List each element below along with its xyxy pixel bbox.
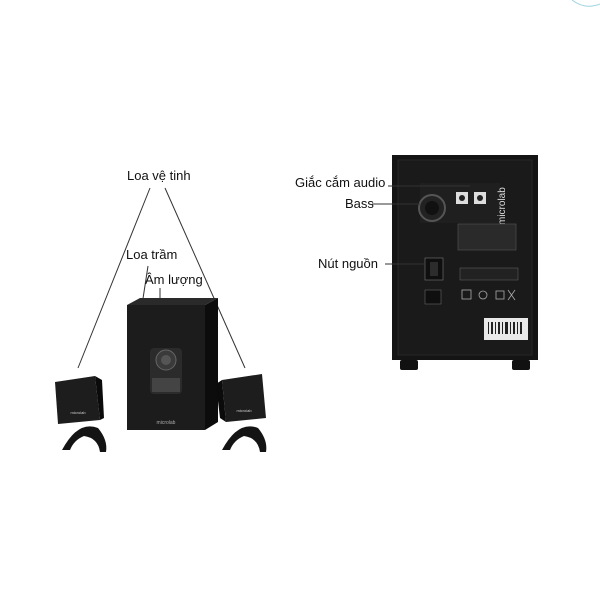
label-subwoofer: Loa trầm xyxy=(126,247,178,262)
pointer-line-right xyxy=(164,187,246,369)
subwoofer-front: microlab xyxy=(127,298,218,430)
svg-text:microlab: microlab xyxy=(497,187,508,225)
satellite-speaker-left: microlab xyxy=(55,376,107,452)
label-power-button: Nút nguồn xyxy=(318,256,378,271)
svg-text:microlab: microlab xyxy=(70,410,86,415)
label-audio-jack: Giắc cắm audio xyxy=(295,175,386,190)
subwoofer-back: microlab xyxy=(392,155,538,370)
pointer-line-left xyxy=(77,187,151,369)
label-satellite-speaker: Loa vệ tinh xyxy=(127,168,191,183)
svg-text:microlab: microlab xyxy=(236,408,252,413)
label-bass: Bass xyxy=(345,196,374,211)
svg-text:microlab: microlab xyxy=(157,420,176,426)
corner-decoration xyxy=(571,0,600,7)
satellite-speaker-right: microlab xyxy=(216,374,267,452)
label-volume: Âm lượng xyxy=(145,272,203,287)
